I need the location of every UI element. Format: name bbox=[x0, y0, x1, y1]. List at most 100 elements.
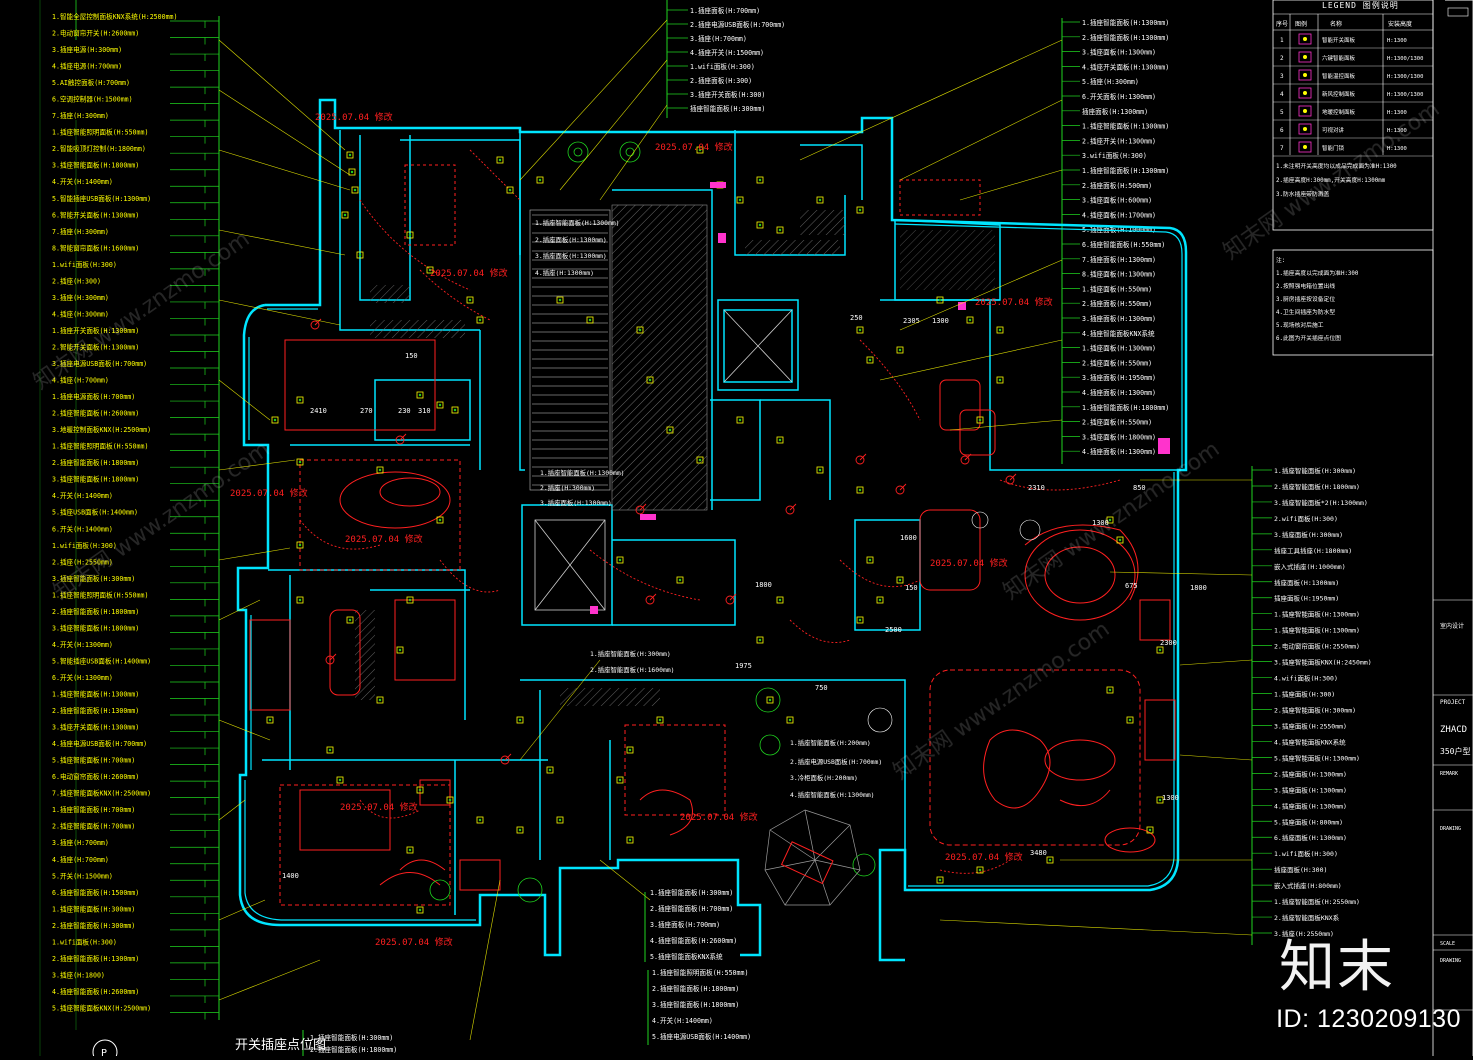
callout-label: 2.插座智能面板(H:700mm) bbox=[650, 904, 733, 913]
callout-label: 1.插座智能面板(H:300mm) bbox=[650, 888, 733, 897]
switch-icon bbox=[500, 755, 510, 765]
callout-label: 2.插座(H:300mm) bbox=[540, 483, 595, 492]
callout-label: 2.插座(H:2550mm) bbox=[52, 557, 113, 566]
socket-icon bbox=[618, 778, 622, 782]
callout-label: 插座面板(H:1950mm) bbox=[1274, 594, 1339, 603]
socket-icon bbox=[416, 786, 424, 794]
socket-icon bbox=[408, 598, 412, 602]
dimension-label: 250 bbox=[850, 314, 863, 322]
revision-note: 2025.07.04 修改 bbox=[930, 557, 1008, 569]
legend-symbol-icon bbox=[1298, 33, 1312, 45]
callout-label: 2.插座面板(H:1300mm) bbox=[535, 235, 607, 244]
legend-note: 4.卫生间插座为防水型 bbox=[1276, 308, 1335, 316]
callout-label: 1.插座智能照明面板(H:550mm) bbox=[52, 128, 148, 137]
callout-label: 1.插座智能面板(H:1300mm) bbox=[1274, 610, 1360, 619]
plant-decor bbox=[429, 141, 876, 903]
socket-icon bbox=[378, 468, 382, 472]
socket-icon bbox=[626, 836, 634, 844]
callout-label: 1.插座智能面板(H:700mm) bbox=[52, 805, 135, 814]
callout-label: 4.插座(H:700mm) bbox=[52, 376, 109, 385]
callout-label: 4.插座面板(H:1300mm) bbox=[1274, 801, 1347, 810]
socket-icon bbox=[476, 816, 484, 824]
socket-icon bbox=[298, 598, 302, 602]
socket-icon bbox=[508, 188, 512, 192]
callout-label: 1.插座智能面板(H:1300mm) bbox=[1274, 626, 1360, 635]
dimension-label: 2305 bbox=[903, 317, 920, 325]
socket-icon bbox=[628, 838, 632, 842]
switch-icon bbox=[325, 655, 335, 665]
callout-label: 5.插座面板(H:800mm) bbox=[1274, 817, 1343, 826]
callout-label: 8.插座面板(H:1300mm) bbox=[1082, 270, 1156, 279]
socket-icon bbox=[1158, 798, 1162, 802]
socket-icon bbox=[438, 403, 442, 407]
socket-icon bbox=[766, 696, 774, 704]
socket-icon bbox=[776, 436, 784, 444]
svg-text:P: P bbox=[101, 1048, 107, 1056]
socket-icon bbox=[498, 158, 502, 162]
callout-label: 5.插座智能面板(H:1300mm) bbox=[1274, 753, 1360, 762]
legend-row-number: 6 bbox=[1280, 127, 1284, 134]
callout-label: 1.wifi面板(H:300) bbox=[52, 260, 117, 269]
socket-icon bbox=[406, 596, 414, 604]
callout-label: 7.插座(H:300mm) bbox=[52, 111, 109, 120]
callout-label: 5.插座(H:300mm) bbox=[1082, 77, 1139, 86]
socket-icon bbox=[856, 616, 864, 624]
callout-label: 3.插座面板(H:300mm) bbox=[1274, 530, 1343, 539]
dimension-label: 2310 bbox=[1028, 484, 1045, 492]
socket-icon bbox=[896, 576, 904, 584]
socket-icon bbox=[696, 146, 704, 154]
socket-icon bbox=[756, 221, 764, 229]
callout-label: 2.插座面板(H:500mm) bbox=[1082, 181, 1152, 190]
legend-row-height: H:1300/1300 bbox=[1387, 74, 1423, 80]
callout-label: 插座工具插座(H:1800mm) bbox=[1274, 546, 1352, 555]
socket-icon bbox=[406, 231, 414, 239]
socket-icon bbox=[296, 396, 304, 404]
socket-icon bbox=[346, 151, 354, 159]
callout-label: 2.插座智能面板(H:1800mm) bbox=[1274, 482, 1360, 491]
socket-icon bbox=[348, 618, 352, 622]
callout-label: 2.插座智能面板(H:1300mm) bbox=[52, 954, 139, 963]
switch-icon bbox=[645, 595, 655, 605]
callout-label: 3.插座面板(H:1800mm) bbox=[1082, 432, 1156, 441]
socket-icon bbox=[346, 616, 354, 624]
socket-icon bbox=[548, 768, 552, 772]
dimension-label: 1300 bbox=[1162, 794, 1179, 802]
dimension-label: 675 bbox=[1125, 582, 1138, 590]
socket-icon bbox=[436, 516, 444, 524]
socket-icon bbox=[1146, 826, 1154, 834]
socket-icon bbox=[616, 776, 624, 784]
legend-symbol-icon bbox=[1303, 91, 1307, 95]
socket-icon bbox=[438, 518, 442, 522]
socket-icon bbox=[376, 466, 384, 474]
callout-label: 3.插座面板(H:1950mm) bbox=[1082, 373, 1156, 382]
callout-label: 5.插座智能面板KNX(H:2500mm) bbox=[52, 1003, 151, 1012]
socket-icon bbox=[698, 148, 702, 152]
socket-icon bbox=[350, 170, 354, 174]
dimension-label: 2500 bbox=[885, 626, 902, 634]
legend-row-height: H:1300/1300 bbox=[1387, 56, 1423, 62]
callout-label: 5.插座面板(H:1000mm) bbox=[1082, 225, 1156, 234]
socket-icon bbox=[436, 401, 444, 409]
callout-label: 1.插座面板(H:1300mm) bbox=[1082, 344, 1156, 353]
furniture-layer bbox=[249, 164, 1176, 906]
socket-icon bbox=[351, 186, 359, 194]
callout-label: 4.插座智能面板KNX系统 bbox=[1274, 737, 1346, 746]
stair-hatch bbox=[529, 204, 708, 511]
callout-label: 2.插座智能面板(H:700mm) bbox=[52, 822, 135, 831]
callout-label: 1.插座电源面板(H:700mm) bbox=[52, 392, 135, 401]
socket-icon bbox=[376, 696, 384, 704]
project-sub: 350户型 bbox=[1440, 746, 1470, 756]
socket-icon bbox=[341, 211, 349, 219]
legend-row-name: 可视对讲 bbox=[1322, 126, 1345, 134]
socket-icon bbox=[778, 438, 782, 442]
revision-note: 2025.07.04 修改 bbox=[680, 811, 758, 823]
callout-label: 嵌入式插座(H:1000mm) bbox=[1274, 562, 1346, 571]
socket-icon bbox=[1148, 828, 1152, 832]
socket-icon bbox=[676, 576, 684, 584]
dimension-label: 1600 bbox=[900, 534, 917, 542]
callout-label: 4.插座面板(H:1300mm) bbox=[1082, 388, 1156, 397]
dimension-label: 150 bbox=[405, 352, 418, 360]
socket-icon bbox=[1156, 796, 1164, 804]
